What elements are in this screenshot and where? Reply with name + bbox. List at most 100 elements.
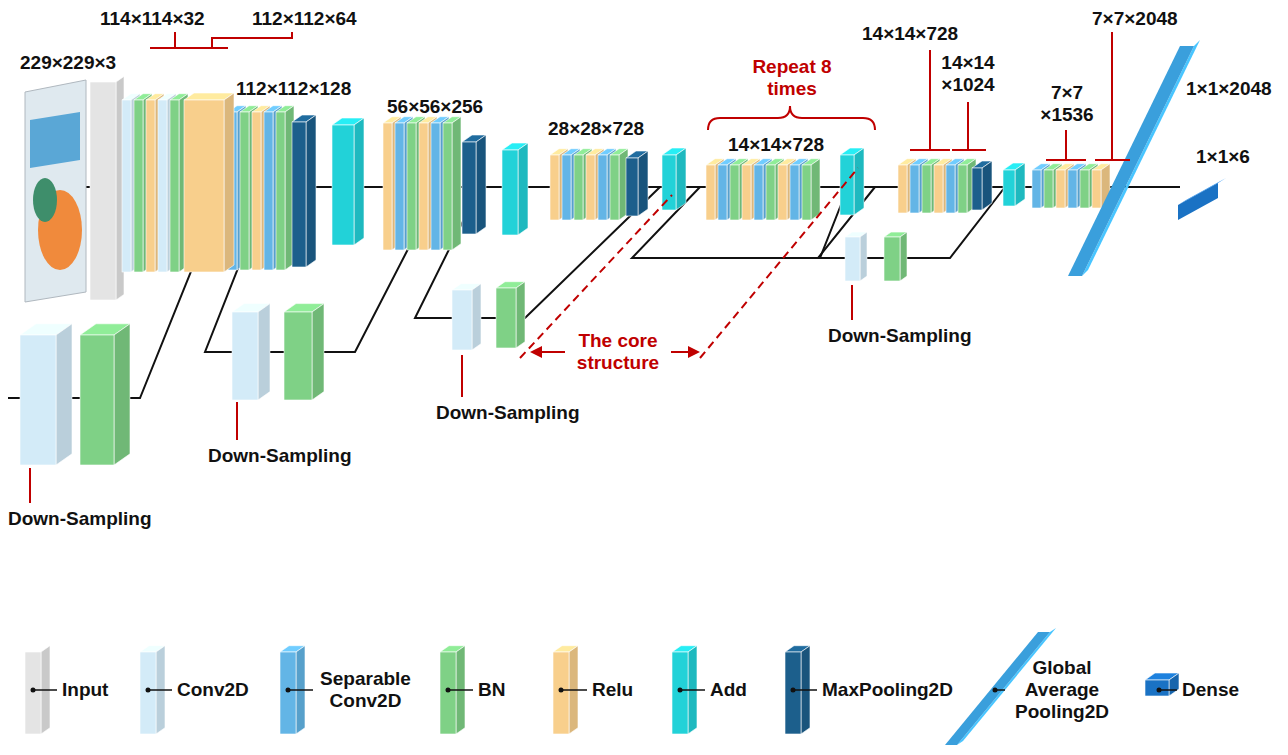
block-front bbox=[158, 100, 167, 272]
block-front bbox=[20, 335, 56, 465]
dimension-label: 7×7×2048 bbox=[1092, 8, 1178, 30]
block-front bbox=[1145, 680, 1169, 696]
arrow-head bbox=[688, 346, 700, 358]
conv2d-layer bbox=[845, 232, 867, 281]
bn-layer bbox=[496, 282, 525, 348]
bn-layer bbox=[802, 159, 820, 220]
legend-text: Dense bbox=[1182, 679, 1239, 701]
block-front bbox=[407, 123, 416, 250]
relu-layer bbox=[184, 93, 234, 272]
block-front bbox=[292, 122, 306, 267]
block-front bbox=[252, 112, 261, 270]
annotations bbox=[30, 32, 1130, 503]
dimension-label: 14×14 ×1024 bbox=[930, 52, 1006, 96]
block-front bbox=[1178, 183, 1218, 220]
block-front bbox=[264, 112, 273, 270]
block-front bbox=[1003, 170, 1015, 206]
dimension-label: 14×14×728 bbox=[728, 134, 824, 156]
legend-dot bbox=[1157, 688, 1162, 693]
block-front bbox=[462, 142, 476, 234]
block-front bbox=[502, 150, 518, 235]
dimension-bracket bbox=[1046, 130, 1086, 160]
image-sheet bbox=[25, 80, 86, 302]
dimension-label: 1×1×6 bbox=[1196, 146, 1250, 168]
block-front bbox=[586, 155, 595, 220]
block-side bbox=[860, 232, 867, 281]
block-front bbox=[562, 155, 571, 220]
block-front bbox=[754, 165, 763, 220]
branch-label: Down-Sampling bbox=[8, 508, 152, 530]
block-front bbox=[802, 165, 811, 220]
block-front bbox=[80, 335, 114, 465]
image-patch bbox=[30, 112, 80, 168]
dimension-label: 112×112×64 bbox=[252, 8, 357, 30]
block-front bbox=[1080, 170, 1089, 208]
block-front bbox=[170, 100, 179, 272]
block-front bbox=[742, 165, 751, 220]
block-front bbox=[232, 312, 258, 400]
add-layer bbox=[1003, 163, 1025, 206]
block-front bbox=[496, 288, 516, 348]
block-front bbox=[1044, 170, 1053, 208]
block-front bbox=[431, 123, 440, 250]
block-side bbox=[1082, 40, 1200, 276]
dimension-label: 114×114×32 bbox=[100, 8, 205, 30]
block-side bbox=[638, 151, 648, 216]
leader-line bbox=[29, 468, 31, 503]
maxpool-layer bbox=[626, 151, 648, 216]
image-patch bbox=[33, 178, 57, 222]
block-front bbox=[90, 82, 116, 300]
block-front bbox=[280, 652, 296, 734]
block-front bbox=[946, 165, 955, 213]
block-side bbox=[114, 324, 130, 465]
dimension-label: 56×56×256 bbox=[387, 96, 483, 118]
block-front bbox=[184, 100, 224, 272]
legend-text: Input bbox=[62, 679, 108, 701]
leader-line bbox=[236, 402, 238, 440]
legend-dot bbox=[31, 688, 36, 693]
blocks bbox=[20, 40, 1226, 465]
block-front bbox=[884, 237, 900, 281]
input-image bbox=[25, 80, 86, 302]
dimension-label: 14×14×728 bbox=[862, 23, 958, 45]
block-front bbox=[790, 165, 799, 220]
branch-label: Down-Sampling bbox=[208, 445, 352, 467]
block-front bbox=[574, 155, 583, 220]
block-front bbox=[240, 112, 249, 270]
bn-layer bbox=[443, 117, 461, 250]
block-front bbox=[122, 100, 131, 272]
legend-pointer bbox=[793, 689, 817, 691]
legend-dot bbox=[791, 688, 796, 693]
block-side bbox=[472, 284, 481, 350]
block-front bbox=[958, 165, 967, 213]
bn-layer bbox=[284, 304, 324, 400]
conv2d-layer bbox=[232, 304, 270, 400]
block-side bbox=[312, 304, 324, 400]
dimension-label: 1×1×2048 bbox=[1186, 78, 1272, 100]
legend-dot bbox=[993, 688, 998, 693]
input-layer bbox=[90, 76, 124, 300]
dimension-bracket bbox=[1095, 32, 1130, 160]
block-side bbox=[900, 232, 907, 281]
block-front bbox=[845, 237, 860, 281]
block-front bbox=[672, 652, 688, 734]
bn-layer bbox=[610, 149, 628, 220]
block-front bbox=[1056, 170, 1065, 208]
block-front bbox=[452, 290, 472, 350]
block-front bbox=[766, 165, 775, 220]
block-front bbox=[1068, 46, 1194, 276]
legend-dot bbox=[559, 688, 564, 693]
block-side bbox=[354, 118, 364, 245]
branch-label: Down-Sampling bbox=[828, 325, 972, 347]
block-front bbox=[419, 123, 428, 250]
legend-pointer bbox=[148, 689, 172, 691]
block-front bbox=[25, 652, 41, 734]
legend-text: BN bbox=[478, 679, 505, 701]
conv2d-layer bbox=[452, 284, 481, 350]
block-side bbox=[452, 117, 461, 250]
block-side bbox=[224, 93, 234, 272]
block-front bbox=[922, 165, 931, 213]
legend-pointer bbox=[561, 689, 587, 691]
block-side bbox=[1169, 673, 1179, 696]
legend-pointer bbox=[1159, 689, 1177, 691]
